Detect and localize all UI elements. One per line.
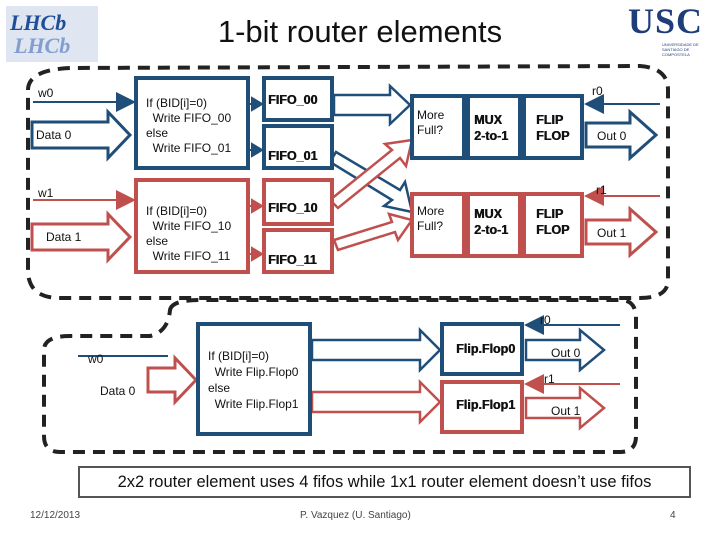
bottom-w0-label: w0 (88, 352, 104, 366)
bottom-code-to-ff0-fat-arrow (310, 326, 442, 374)
bottom-out0-label: Out 0 (551, 346, 581, 360)
flip1-to-out1-fat-arrow (584, 205, 659, 259)
bottom-write-logic-box: If (BID[i]=0) Write Flip.Flop0 else Writ… (196, 322, 312, 436)
code1-to-fifo10-arrow (250, 198, 264, 214)
code0-to-fifo00-arrow (250, 96, 264, 112)
bottom-code-to-ff1-fat-arrow (310, 378, 442, 426)
fifo-00-box: FIFO_00 (262, 76, 334, 122)
fifo00-to-more0-fat-arrow (332, 83, 412, 127)
data1-fat-arrow (30, 210, 133, 264)
footer-page-number: 4 (670, 510, 676, 521)
flip-flop1-box: Flip.Flop1 (440, 380, 524, 434)
bottom-data0-label: Data 0 (100, 384, 136, 398)
r0-label: r0 (592, 84, 603, 98)
footer-date: 12/12/2013 (30, 510, 81, 521)
r1-label: r1 (596, 183, 607, 197)
flip0-to-out0-fat-arrow (584, 108, 659, 162)
fifo-11-box: FIFO_11 (262, 228, 334, 274)
write-logic-box-0: If (BID[i]=0) Write FIFO_00 else Write F… (134, 76, 250, 170)
w1-label: w1 (38, 186, 54, 200)
flipflop-box-0: FLIP FLOP (522, 94, 584, 160)
fifo-10-box: FIFO_10 (262, 178, 334, 226)
lhcb-logo: LHCb LHCb (6, 6, 98, 62)
mux-box-1: MUX 2-to-1 (466, 192, 522, 258)
out1-label: Out 1 (597, 226, 627, 240)
fifo10-to-more0-fat-arrow (328, 138, 414, 210)
more-full-box-1: More Full? (410, 192, 466, 258)
code0-to-fifo01-arrow (250, 142, 264, 158)
data0-label: Data 0 (36, 128, 72, 142)
more-full-box-0: More Full? (410, 94, 466, 160)
code1-to-fifo11-arrow (250, 246, 264, 262)
write-logic-box-1: If (BID[i]=0) Write FIFO_10 else Write F… (134, 178, 250, 274)
bottom-out1-label: Out 1 (551, 404, 581, 418)
bottom-dashed-outline (42, 298, 638, 454)
bottom-r1-label: r1 (544, 372, 555, 386)
usc-logo: USC UNIVERSIDADE DE SANTIAGO DE COMPOSTE… (628, 1, 704, 57)
w0-label: w0 (38, 86, 54, 100)
bottom-ff0-to-out0-fat-arrow (524, 327, 606, 373)
mux-box-0: MUX 2-to-1 (466, 94, 522, 160)
bottom-ff1-to-out1-fat-arrow (524, 385, 606, 431)
data1-label: Data 1 (46, 230, 82, 244)
slide-title: 1-bit router elements (217, 14, 503, 49)
flipflop-box-1: FLIP FLOP (522, 192, 584, 258)
flip-flop0-box: Flip.Flop0 (440, 322, 524, 376)
footer-author: P. Vazquez (U. Santiago) (300, 510, 411, 521)
data0-fat-arrow (30, 108, 133, 162)
caption-box: 2x2 router element uses 4 fifos while 1x… (78, 466, 691, 498)
top-dashed-outline (26, 63, 670, 300)
fifo11-to-more1-fat-arrow (332, 212, 415, 252)
bottom-r0-label: r0 (540, 313, 551, 327)
out0-label: Out 0 (597, 129, 627, 143)
fifo-01-box: FIFO_01 (262, 124, 334, 170)
bottom-data0-fat-arrow (146, 354, 199, 406)
